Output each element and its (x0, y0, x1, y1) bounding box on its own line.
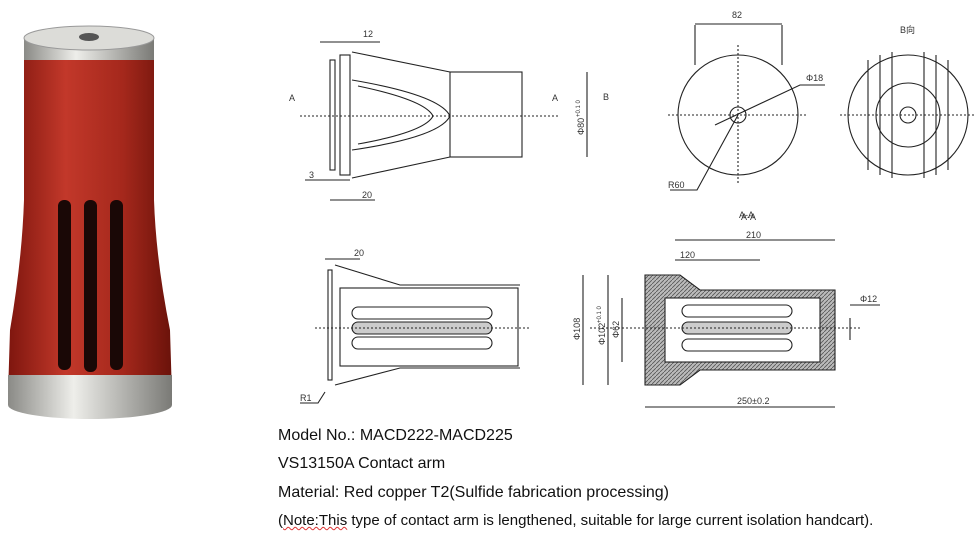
dim-210: 210 (746, 230, 761, 240)
product-name: VS13150A Contact arm (278, 455, 446, 472)
view-b-drawing (840, 52, 976, 178)
dim-r60: R60 (668, 180, 685, 190)
material: Material: Red copper T2(Sulfide fabricat… (278, 484, 670, 501)
model-number: Model No.: MACD222-MACD225 (278, 427, 513, 444)
dim-20-top: 20 (354, 248, 364, 258)
side-view-drawing (300, 41, 588, 201)
section-mark-a-right: A (552, 93, 558, 103)
note: (Note:This type of contact arm is length… (278, 512, 873, 529)
view-mark-b: B (603, 92, 609, 102)
dim-phi102-tol: +0.1 0 (597, 305, 603, 323)
dim-12: 12 (363, 29, 373, 39)
dim-120: 120 (680, 250, 695, 260)
dim-phi18: Φ18 (806, 73, 823, 83)
section-title-aa-long: A-A (741, 212, 756, 222)
top-view-drawing (300, 258, 530, 404)
product-photo (8, 25, 172, 419)
dim-phi102: Φ102 (597, 323, 607, 345)
view-title-b: B向 (900, 24, 915, 35)
section-aa-long-drawing (582, 239, 880, 408)
section-title-aa-circle: A-A (739, 210, 754, 220)
dim-phi80-tol: +0.1 0 (576, 99, 582, 117)
dim-3: 3 (309, 170, 314, 180)
dim-phi80: Φ80 (576, 118, 586, 135)
dim-250: 250±0.2 (737, 396, 769, 406)
note-word: Note:This (283, 512, 348, 529)
section-mark-a-left: A (289, 93, 295, 103)
section-aa-circle-drawing (668, 23, 825, 191)
dim-82: 82 (732, 10, 742, 20)
note-text: type of contact arm is lengthened, suita… (347, 512, 874, 529)
dim-20: 20 (362, 190, 372, 200)
dim-phi62: Φ62 (611, 321, 621, 338)
dim-phi108: Φ108 (572, 318, 582, 340)
dim-r1: R1 (300, 393, 312, 403)
note-prefix: ( (278, 512, 283, 529)
dim-phi12: Φ12 (860, 294, 877, 304)
